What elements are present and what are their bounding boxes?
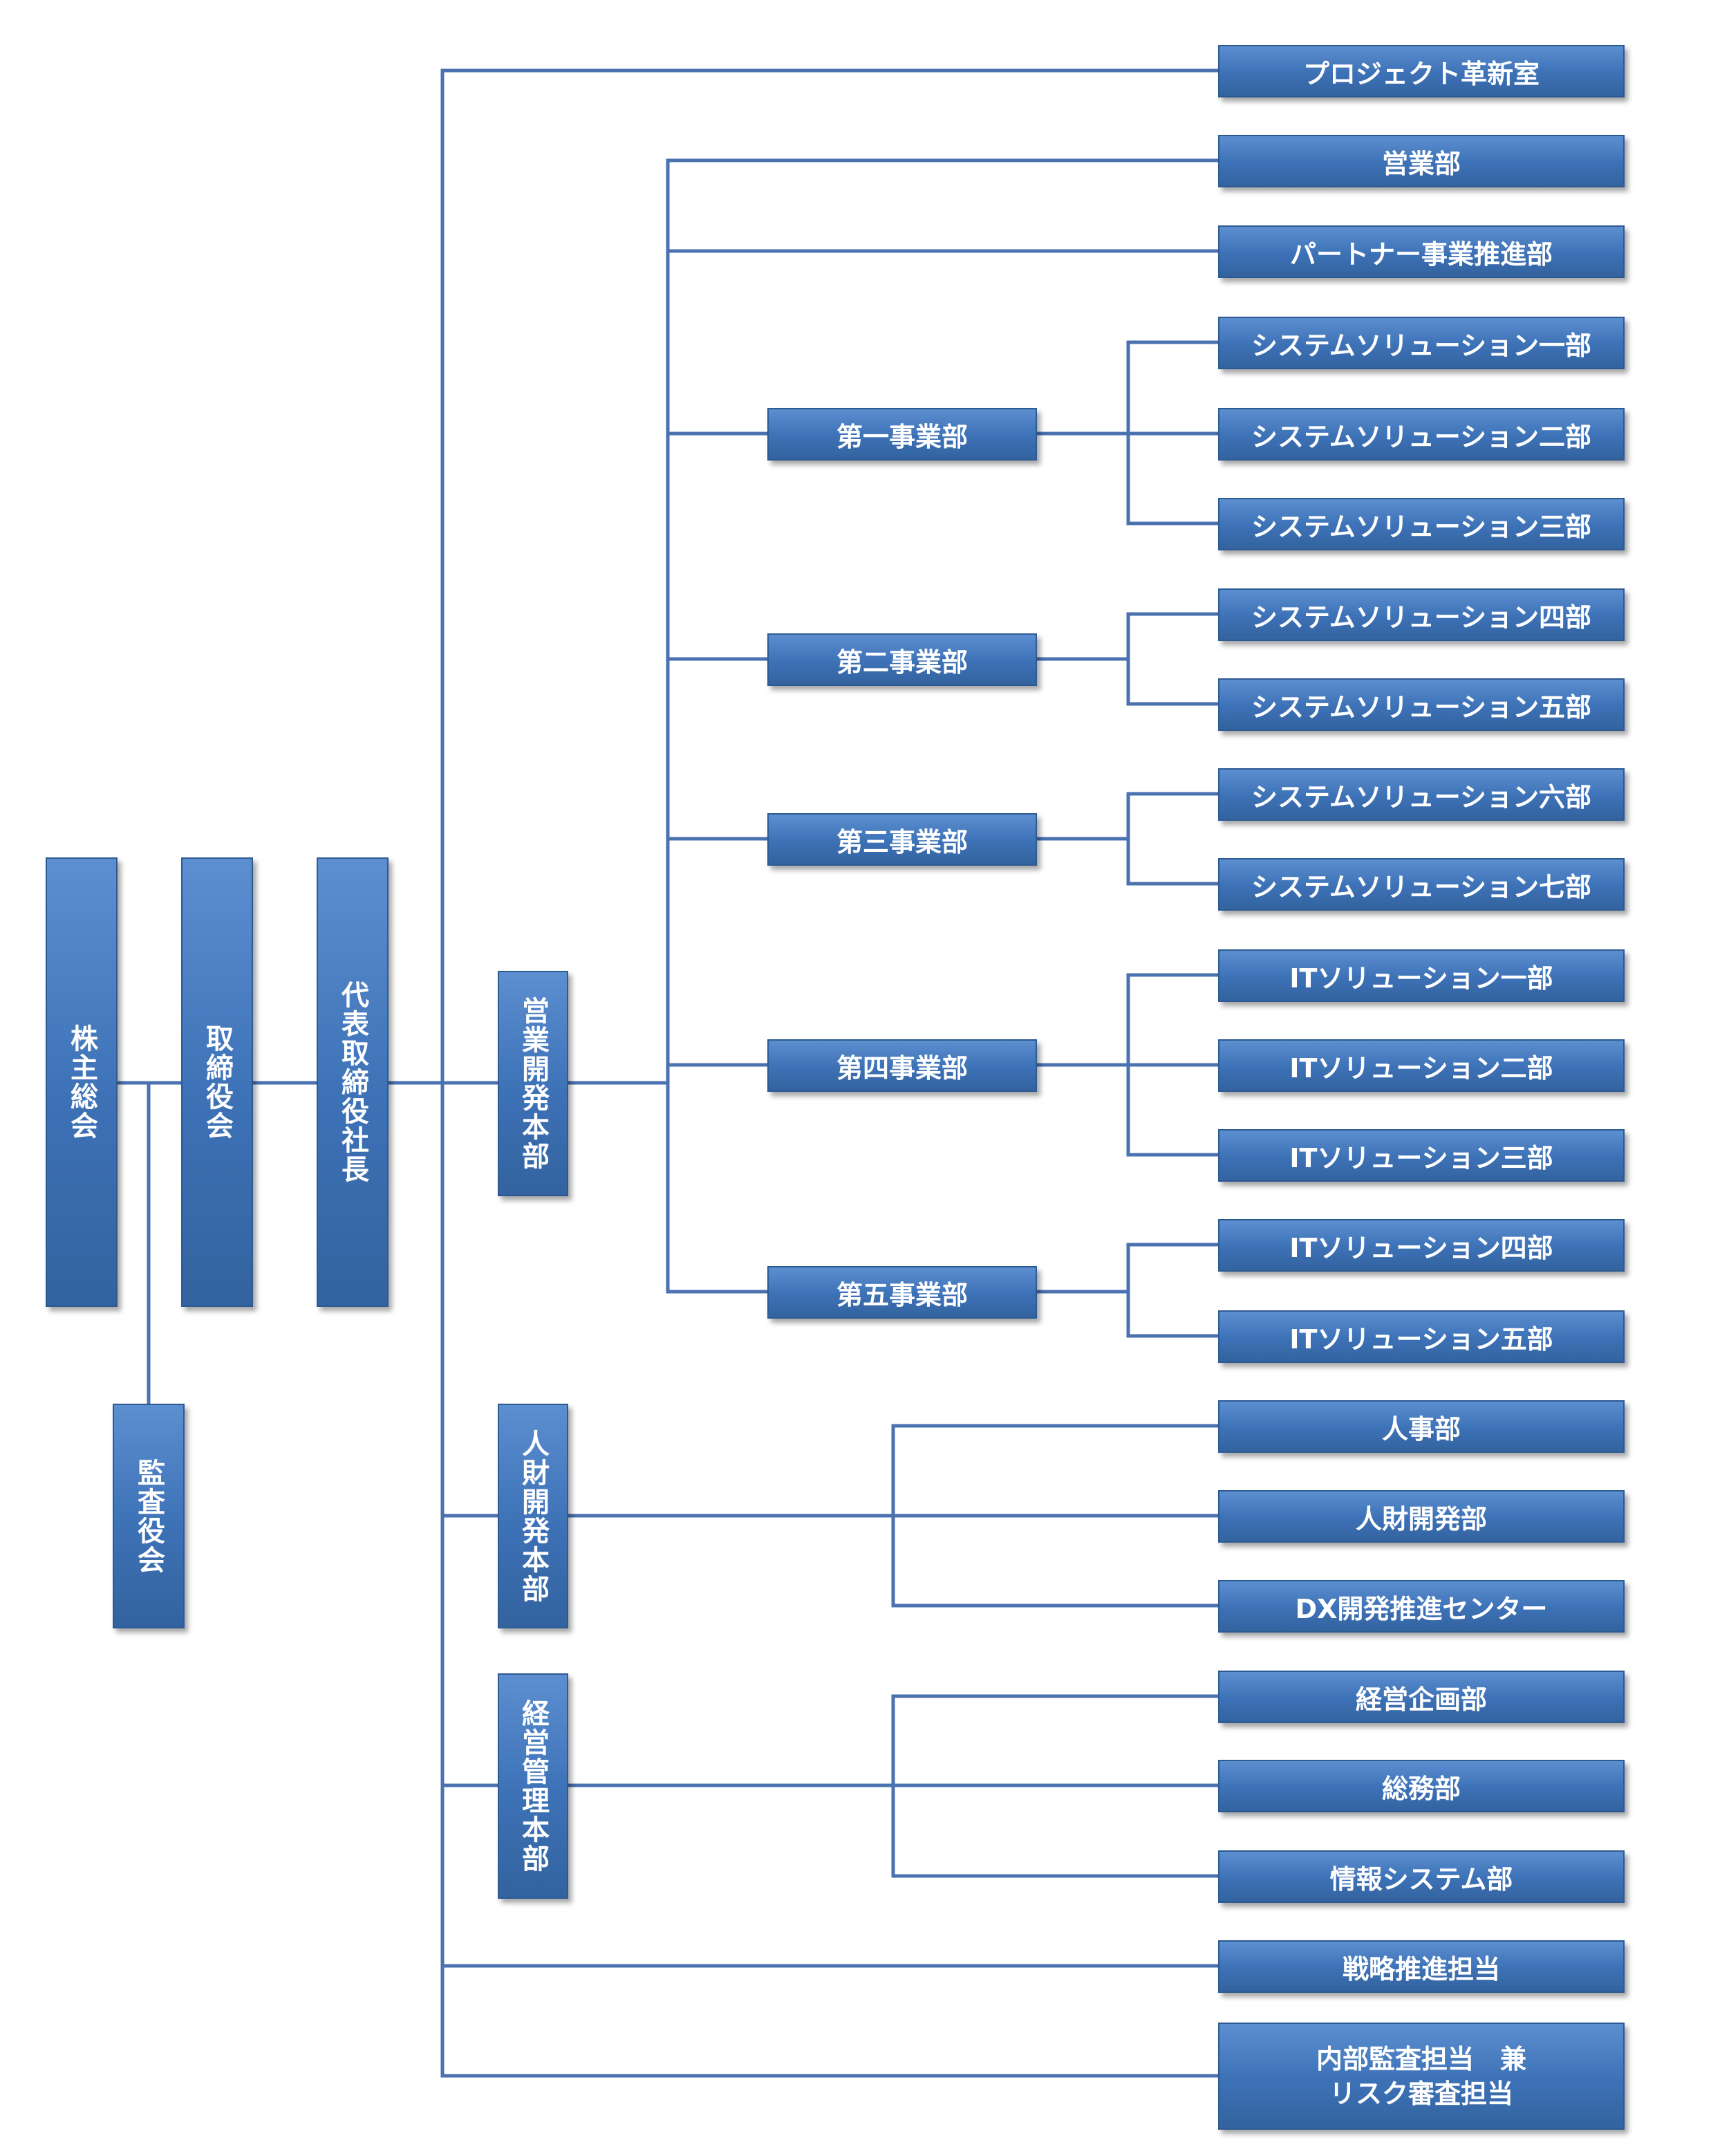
corporate-planning-department-box: 経営企画部 xyxy=(1218,1671,1625,1723)
it-solution-dept-5-box: ITソリューション五部 xyxy=(1218,1310,1625,1363)
internal-audit-risk-review-box: 内部監査担当 兼 リスク審査担当 xyxy=(1218,2023,1625,2130)
system-solution-dept-2-box: システムソリューション二部 xyxy=(1218,408,1625,461)
business-unit-3-box: 第三事業部 xyxy=(767,813,1037,866)
information-systems-department-box: 情報システム部 xyxy=(1218,1850,1625,1903)
it-solution-dept-3-box: ITソリューション三部 xyxy=(1218,1129,1625,1182)
system-solution-dept-5-box: システムソリューション五部 xyxy=(1218,678,1625,731)
management-division-box: 経営管理本部 xyxy=(498,1673,568,1899)
sales-development-division-box: 営業開発本部 xyxy=(498,971,568,1196)
it-solution-dept-4-box: ITソリューション四部 xyxy=(1218,1219,1625,1272)
strategy-promotion-box: 戦略推進担当 xyxy=(1218,1940,1625,1993)
system-solution-dept-7-box: システムソリューション七部 xyxy=(1218,858,1625,911)
hr-development-division-box: 人財開発本部 xyxy=(498,1404,568,1628)
talent-development-department-box: 人財開発部 xyxy=(1218,1490,1625,1543)
project-innovation-office-box: プロジェクト革新室 xyxy=(1218,45,1625,97)
business-unit-4-box: 第四事業部 xyxy=(767,1039,1037,1092)
risk-review-label: リスク審査担当 xyxy=(1329,2078,1513,2109)
system-solution-dept-3-box: システムソリューション三部 xyxy=(1218,498,1625,550)
audit-board-box: 監査役会 xyxy=(113,1404,185,1628)
hr-department-box: 人事部 xyxy=(1218,1400,1625,1453)
internal-audit-label: 内部監査担当 兼 xyxy=(1316,2043,1526,2074)
system-solution-dept-1-box: システムソリューション一部 xyxy=(1218,317,1625,369)
dx-development-center-box: DX開発推進センター xyxy=(1218,1580,1625,1633)
president-box: 代表取締役社長 xyxy=(317,857,389,1307)
system-solution-dept-4-box: システムソリューション四部 xyxy=(1218,588,1625,641)
shareholders-meeting-box: 株主総会 xyxy=(46,857,118,1307)
business-unit-1-box: 第一事業部 xyxy=(767,408,1037,461)
business-unit-2-box: 第二事業部 xyxy=(767,633,1037,686)
it-solution-dept-1-box: ITソリューション一部 xyxy=(1218,949,1625,1002)
partner-business-department-box: パートナー事業推進部 xyxy=(1218,225,1625,278)
board-of-directors-box: 取締役会 xyxy=(181,857,253,1307)
general-affairs-department-box: 総務部 xyxy=(1218,1760,1625,1812)
sales-department-box: 営業部 xyxy=(1218,135,1625,187)
business-unit-5-box: 第五事業部 xyxy=(767,1266,1037,1319)
it-solution-dept-2-box: ITソリューション二部 xyxy=(1218,1039,1625,1092)
system-solution-dept-6-box: システムソリューション六部 xyxy=(1218,768,1625,821)
